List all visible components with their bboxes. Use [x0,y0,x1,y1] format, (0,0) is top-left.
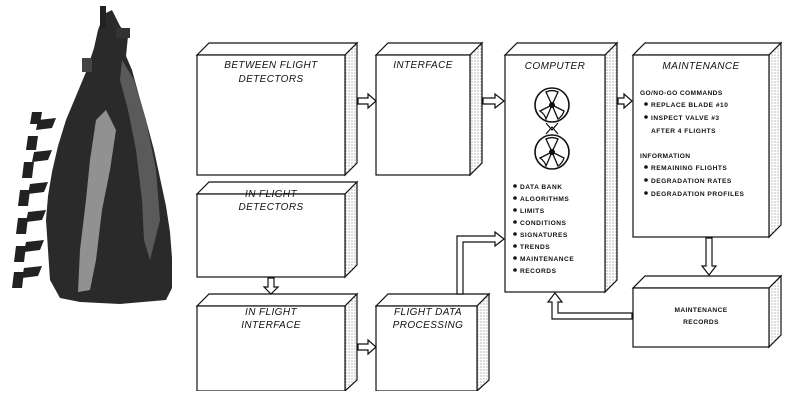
arrow-processing-to-computer [456,230,505,295]
information-item: DEGRADATION RATES [651,178,732,185]
interface-label: INTERFACE [393,60,453,71]
go-no-go-heading: GO/NO-GO COMMANDS [640,90,723,97]
in-flight-detectors-label-2: DETECTORS [238,202,303,213]
computer-item-list: DATA BANK ALGORITHMS LIMITS CONDITIONS S… [513,184,574,275]
computer-item: DATA BANK [520,184,562,191]
engine-illustration [12,6,172,304]
go-command-continuation: AFTER 4 FLIGHTS [651,128,716,135]
arrow-in-flight-detectors-to-interface [262,277,280,295]
go-command-item: REPLACE BLADE #10 [651,102,728,109]
computer-item: RECORDS [520,268,557,275]
flight-data-processing-label-1: FLIGHT DATA [394,307,462,318]
flight-data-processing-label-2: PROCESSING [393,320,464,331]
arrow-interface-to-computer [482,92,505,110]
arrow-maintenance-to-records [700,237,718,276]
computer-label: COMPUTER [525,61,585,72]
interface-box: INTERFACE [374,41,484,177]
computer-item: LIMITS [520,208,545,215]
computer-box: COMPUTER DATA BANK ALGORITHMS LIMITS [503,41,619,294]
between-flight-detectors-label-2: DETECTORS [238,74,303,85]
maintenance-label: MAINTENANCE [662,61,739,72]
arrow-between-detectors-to-interface [357,92,377,110]
arrow-in-flight-interface-to-processing [357,338,377,356]
maintenance-records-box: MAINTENANCE RECORDS [631,274,783,349]
information-heading: INFORMATION [640,153,690,160]
maintenance-records-label-2: RECORDS [683,319,719,326]
arrow-records-to-computer [546,292,633,320]
between-flight-detectors-label-1: BETWEEN FLIGHT [224,60,318,71]
in-flight-detectors-label-1: IN FLIGHT [245,189,297,200]
in-flight-interface-box: IN FLIGHT INTERFACE [195,292,359,393]
tape-reel-icon [534,134,570,170]
computer-item: TRENDS [520,244,550,251]
maintenance-box: MAINTENANCE GO/NO-GO COMMANDS REPLACE BL… [631,41,783,239]
computer-item: MAINTENANCE [520,256,574,263]
go-command-item: INSPECT VALVE #3 [651,115,720,122]
computer-item: CONDITIONS [520,220,566,227]
in-flight-detectors-box: IN FLIGHT DETECTORS [195,180,359,279]
flight-data-processing-box: FLIGHT DATA PROCESSING [374,292,491,393]
information-item: REMAINING FLIGHTS [651,165,727,172]
reel-link-arrows-icon [545,122,559,135]
in-flight-interface-label-2: INTERFACE [241,320,301,331]
in-flight-interface-label-1: IN FLIGHT [245,307,297,318]
computer-item: SIGNATURES [520,232,568,239]
maintenance-records-label-1: MAINTENANCE [674,307,727,314]
computer-item: ALGORITHMS [520,196,569,203]
tape-reel-icon [534,87,570,123]
information-item: DEGRADATION PROFILES [651,191,745,198]
between-flight-detectors-box: BETWEEN FLIGHT DETECTORS [195,41,359,177]
arrow-computer-to-maintenance [617,92,633,110]
